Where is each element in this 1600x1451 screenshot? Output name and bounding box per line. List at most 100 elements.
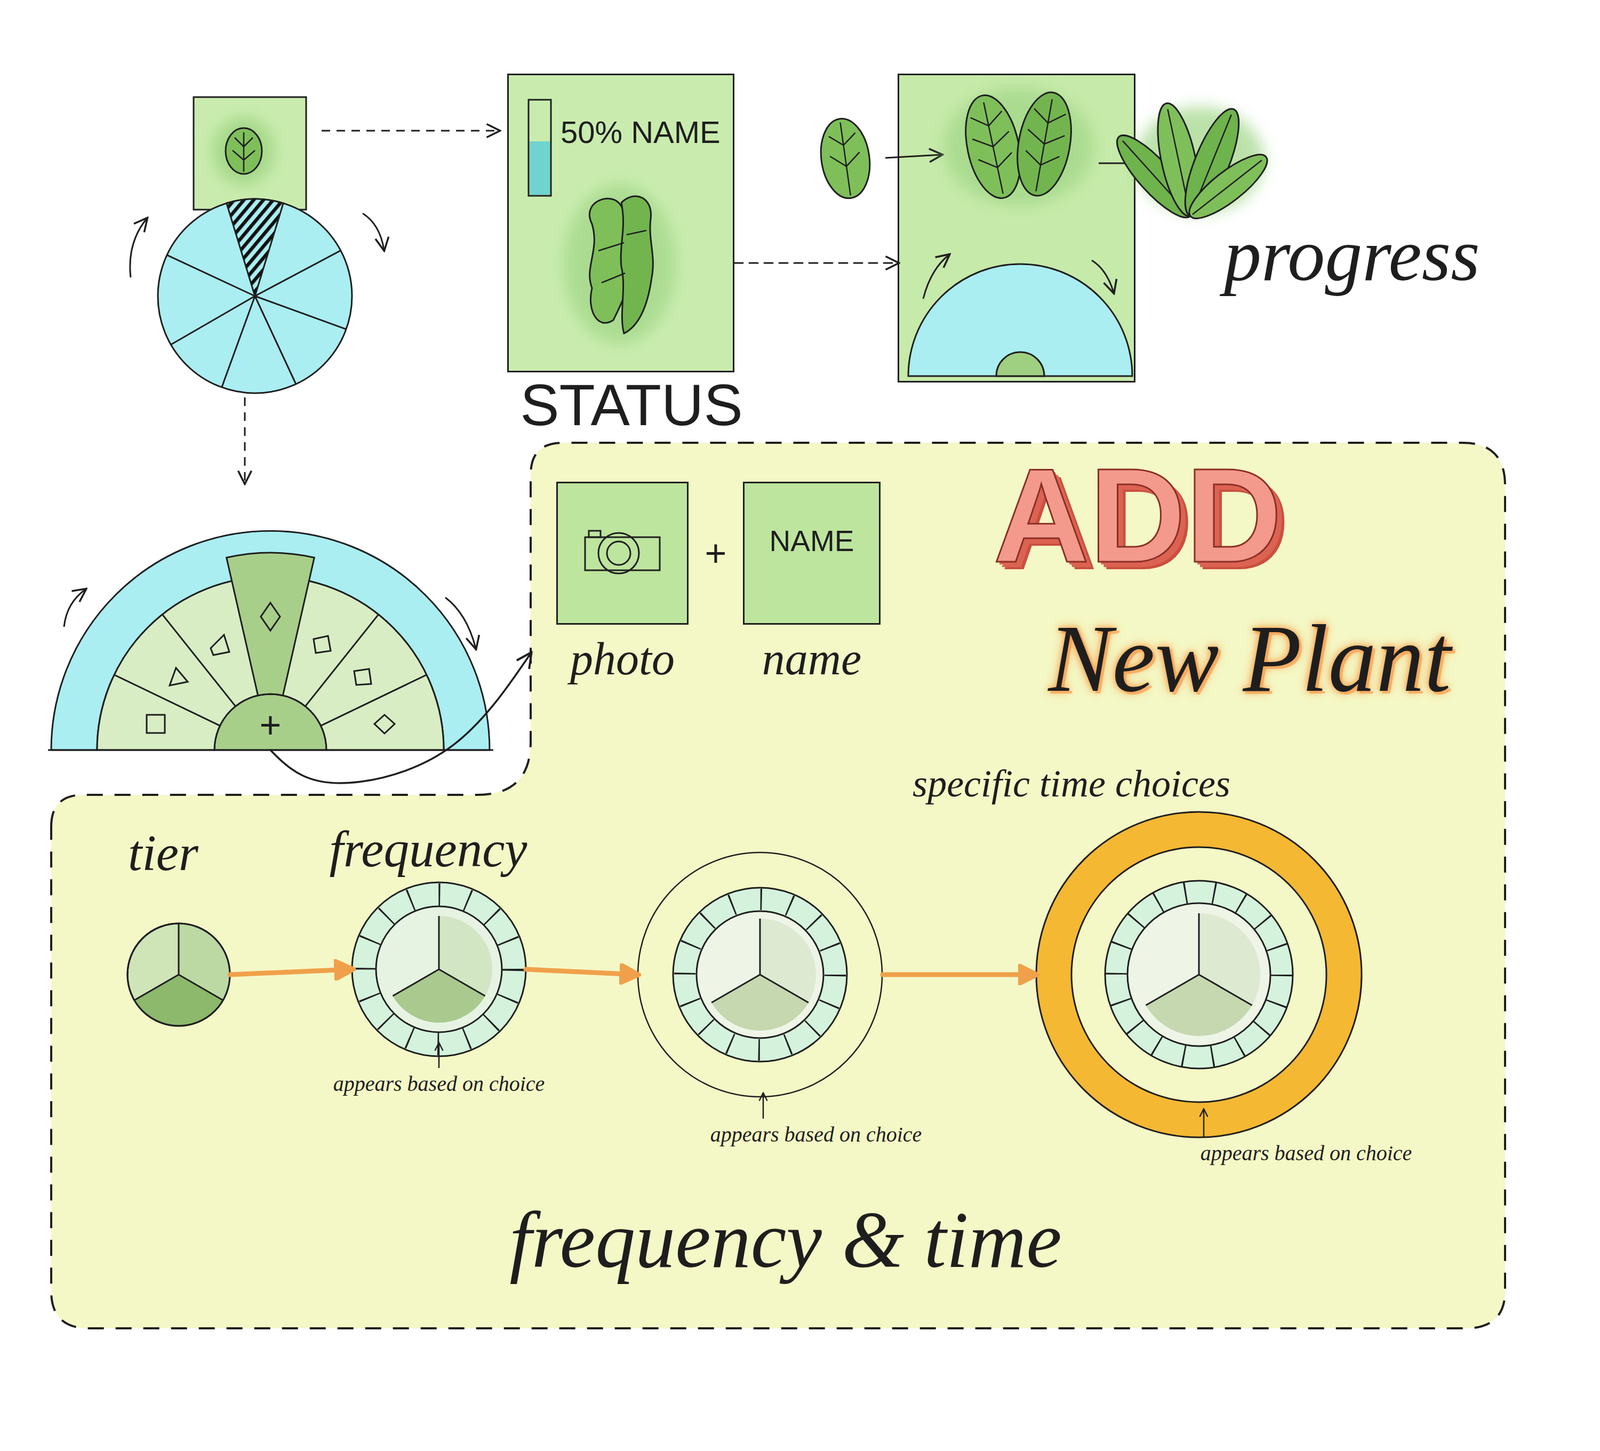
plant-icon xyxy=(354,668,372,685)
dial-note: appears based on choice xyxy=(333,1072,546,1096)
time-dial-shape xyxy=(637,851,883,1098)
dial-note-holder: appears based on choice xyxy=(1200,1141,1413,1165)
camera-lens xyxy=(598,532,639,574)
tier-to-frequency xyxy=(229,969,352,975)
plant-icon xyxy=(169,667,188,686)
box-caption: photo xyxy=(570,633,675,685)
dial-ticks xyxy=(684,899,836,1050)
plant-glow xyxy=(563,184,676,344)
leaf-card xyxy=(193,97,307,210)
add-sign: + xyxy=(259,704,282,746)
specific-time-dial: appears based on choice xyxy=(1035,811,1363,1138)
status-card: 50% NAMESTATUS xyxy=(507,73,735,373)
leader-arrow xyxy=(438,1043,440,1068)
tier-dial: tier xyxy=(127,923,230,1026)
dial-inner xyxy=(696,910,824,1038)
progress-bar-fill xyxy=(529,141,550,195)
progress-card-shape xyxy=(897,73,1136,383)
progress-heading-holder: progress xyxy=(1224,213,1480,296)
specific-time-dial-shape xyxy=(1035,811,1363,1138)
leaf-icon xyxy=(225,128,262,174)
plant-icon xyxy=(210,634,230,655)
box-outline xyxy=(898,74,1135,382)
add-button: + xyxy=(214,693,327,750)
frequency-dial-shape xyxy=(352,882,526,1056)
rotate-arrow xyxy=(923,254,949,299)
plant-wheel xyxy=(130,198,384,394)
name-box: NAMEname xyxy=(742,481,881,625)
wheel-spokes xyxy=(166,250,347,388)
leaf-veins xyxy=(1017,96,1071,195)
add-subtitle: New Plant xyxy=(1048,605,1452,712)
box-caption: name xyxy=(762,633,862,685)
add-region: ADDNew Plantfrequency & timephotoNAMEnam… xyxy=(51,442,1506,1328)
dial-heading-holder: tier xyxy=(128,825,199,882)
flow-arrow xyxy=(321,130,499,132)
status-readout-holder: 50% NAME xyxy=(560,115,721,150)
half-wheel-menu xyxy=(48,530,494,750)
add-sign-holder: + xyxy=(259,704,282,746)
wheel-band xyxy=(51,530,490,750)
leader-arrow xyxy=(762,1093,765,1119)
dial-lines xyxy=(134,923,223,1000)
add-title: ADD xyxy=(993,442,1283,589)
camera-icon xyxy=(585,530,660,574)
box-placeholder-holder: NAME xyxy=(769,524,855,558)
status-heading: STATUS xyxy=(520,372,743,437)
rotate-arrow xyxy=(64,589,86,627)
dial-inner xyxy=(376,906,502,1032)
dial-segment xyxy=(711,974,809,1031)
dial-lines xyxy=(711,918,809,1003)
dial-note: appears based on choice xyxy=(1200,1141,1413,1165)
dial-heading-holder: frequency xyxy=(329,821,528,878)
tier-dial-shape xyxy=(127,923,230,1026)
camera-button xyxy=(588,530,601,538)
photo-box-shape xyxy=(556,481,689,625)
camera-lens xyxy=(606,541,631,565)
leaf-vein xyxy=(1192,160,1262,215)
plant-veins xyxy=(598,230,647,283)
plant-icon xyxy=(313,635,331,653)
dial-ring xyxy=(673,887,847,1062)
sprout-leaf xyxy=(1010,88,1079,200)
box-outline xyxy=(508,74,734,372)
box-outline xyxy=(557,482,688,624)
plant-icon xyxy=(146,714,165,733)
box-caption-holder: photo xyxy=(570,633,675,685)
dial-outline xyxy=(1036,811,1362,1138)
frequency-dial: frequencyappears based on choice xyxy=(352,882,526,1056)
wheel-half xyxy=(908,264,1133,376)
half-disk-outline xyxy=(214,693,327,750)
add-subtitle-holder: New Plant xyxy=(1048,605,1452,712)
specific-time-dial xyxy=(1105,880,1293,1138)
leaf-veins xyxy=(232,132,255,172)
rotate-arrow xyxy=(1091,260,1114,293)
time-to-specific xyxy=(882,972,1036,978)
dial-ticks xyxy=(364,894,514,1044)
frequency-dial xyxy=(364,894,514,1068)
dial-heading: tier xyxy=(128,825,199,882)
leader-arrow xyxy=(1203,1109,1205,1138)
growth-art xyxy=(816,88,1276,376)
plant-icon xyxy=(260,602,280,631)
dial-segment xyxy=(392,969,485,1023)
dial-lines xyxy=(1145,913,1252,1006)
seedling-leaf xyxy=(816,115,875,202)
photo-box: photo xyxy=(556,481,689,625)
dial-outline xyxy=(1071,846,1327,1102)
box-caption-holder: name xyxy=(762,633,862,685)
section-title-holder: frequency & time xyxy=(509,1195,1062,1284)
time-choices-heading-holder: specific time choices xyxy=(912,762,1231,805)
leaf-glow xyxy=(212,116,275,186)
dial-heading: frequency xyxy=(329,821,528,878)
plant-glow xyxy=(944,88,1094,206)
region-outline xyxy=(51,442,1506,1328)
time-dial xyxy=(673,887,847,1119)
status-readout: 50% NAME xyxy=(560,115,721,150)
dial-rim xyxy=(127,923,230,1026)
dial-outline xyxy=(637,852,883,1097)
frequency-to-time xyxy=(525,969,638,975)
wheel-disk xyxy=(157,198,352,394)
dial-segment xyxy=(1145,974,1252,1036)
